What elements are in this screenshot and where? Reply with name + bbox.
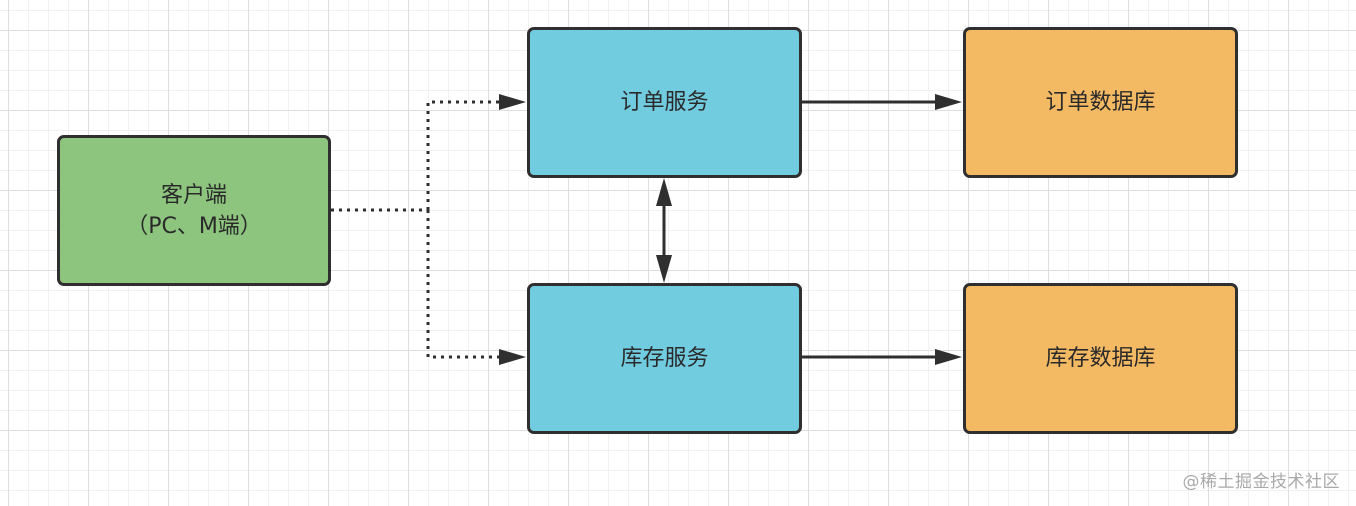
client-node[interactable]: 客户端 （PC、M端） bbox=[57, 135, 331, 286]
inventory-database-label: 库存数据库 bbox=[1045, 346, 1156, 371]
order-service-node[interactable]: 订单服务 bbox=[527, 27, 802, 178]
arrowhead-up-to-order-service bbox=[656, 178, 672, 206]
order-service-label: 订单服务 bbox=[620, 90, 709, 115]
edge-client-to-inventory-service bbox=[426, 210, 501, 359]
order-database-label: 订单数据库 bbox=[1045, 90, 1156, 115]
arrowhead-to-inventory-db bbox=[935, 349, 962, 365]
arrowhead-down-to-inventory-service bbox=[656, 255, 672, 283]
client-node-title: 客户端 bbox=[160, 182, 227, 208]
inventory-service-node[interactable]: 库存服务 bbox=[527, 283, 802, 434]
inventory-service-label: 库存服务 bbox=[620, 346, 709, 371]
client-node-subtitle: （PC、M端） bbox=[126, 213, 262, 239]
watermark: @稀土掘金技术社区 bbox=[1182, 472, 1340, 492]
arrowhead-to-order-service bbox=[499, 94, 526, 110]
arrowhead-to-inventory-service bbox=[499, 349, 526, 365]
arrowhead-to-order-db bbox=[935, 94, 962, 110]
edge-client-to-order-service bbox=[426, 100, 501, 210]
order-database-node[interactable]: 订单数据库 bbox=[963, 27, 1238, 178]
inventory-database-node[interactable]: 库存数据库 bbox=[963, 283, 1238, 434]
